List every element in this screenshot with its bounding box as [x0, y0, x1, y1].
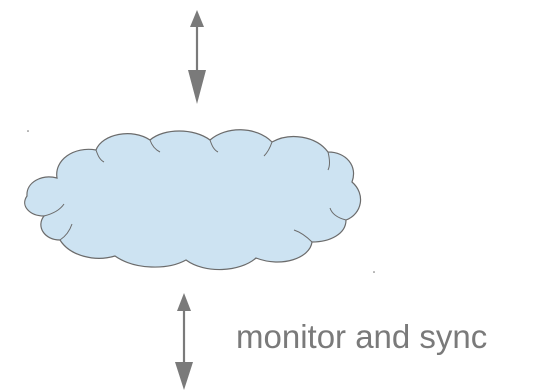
monitor-and-sync-label: monitor and sync: [236, 318, 488, 355]
top-double-arrow-icon: [188, 10, 206, 104]
bottom-double-arrow-icon: [175, 293, 193, 390]
speck-dot: [373, 271, 375, 273]
cloud-icon: [24, 129, 362, 271]
speck-dot: [27, 130, 29, 132]
